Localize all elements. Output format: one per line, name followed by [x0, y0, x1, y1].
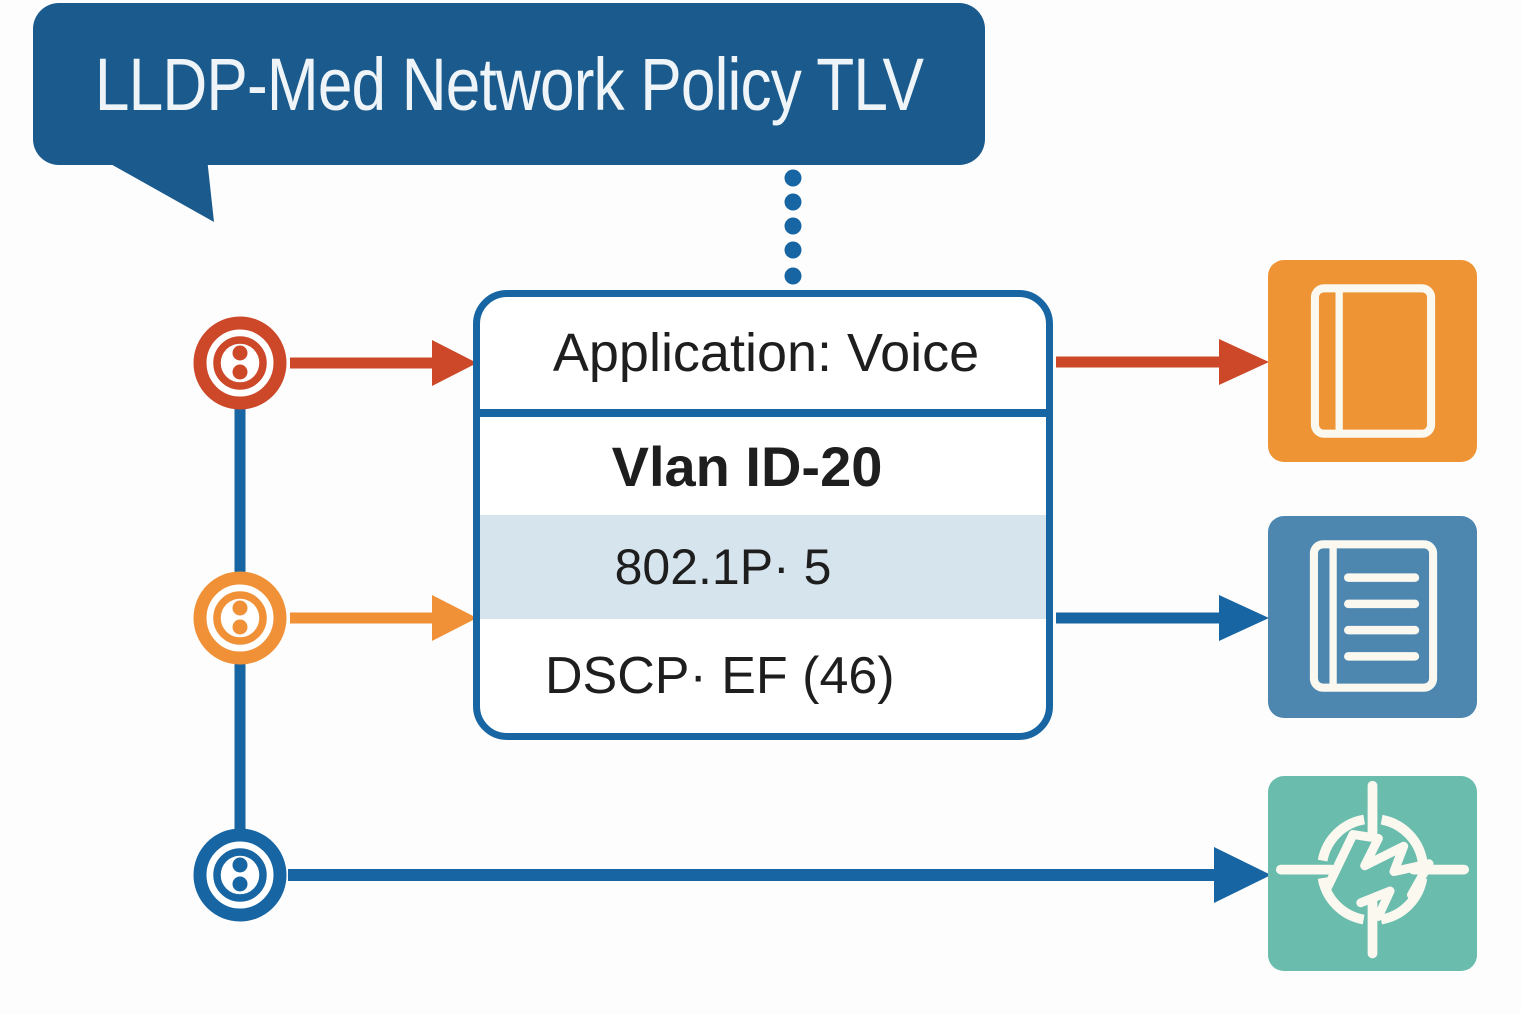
tlv-8021p-label: 802.1P· 5 [614, 539, 832, 595]
callout-bubble: LLDP-Med Network Policy TLV [33, 3, 985, 165]
port-icon-red [193, 316, 287, 410]
document-tile [1268, 516, 1477, 718]
arrow-orange-left [290, 595, 477, 641]
document-lines-icon [1309, 540, 1438, 692]
target-tile [1268, 776, 1477, 971]
tlv-row-8021p: 802.1P· 5 [480, 515, 1046, 619]
tlv-dscp-label: DSCP· EF (46) [545, 647, 895, 705]
tlv-row-dscp: DSCP· EF (46) [480, 619, 1046, 733]
dotted-connector [784, 169, 802, 285]
arrow-blue-right [1056, 595, 1269, 641]
callout-title: LLDP-Med Network Policy TLV [94, 42, 924, 126]
port-icon-orange [193, 571, 287, 665]
port-icon-blue [193, 828, 287, 922]
tlv-vlan-label: Vlan ID-20 [611, 434, 883, 498]
arrow-red-right [1056, 339, 1269, 385]
arrow-red-left [290, 340, 477, 386]
crosshair-zigzag-icon [1275, 780, 1470, 959]
tlv-row-application: Application: Voice [480, 297, 1046, 417]
book-icon [1310, 284, 1436, 438]
tlv-box: Application: Voice Vlan ID-20 802.1P· 5 … [473, 290, 1053, 740]
book-tile [1268, 260, 1477, 462]
tlv-row-vlan: Vlan ID-20 [480, 417, 1046, 515]
arrow-blue-bottom [288, 847, 1271, 903]
tlv-application-label: Application: Voice [552, 323, 980, 383]
callout-tail [100, 158, 214, 222]
